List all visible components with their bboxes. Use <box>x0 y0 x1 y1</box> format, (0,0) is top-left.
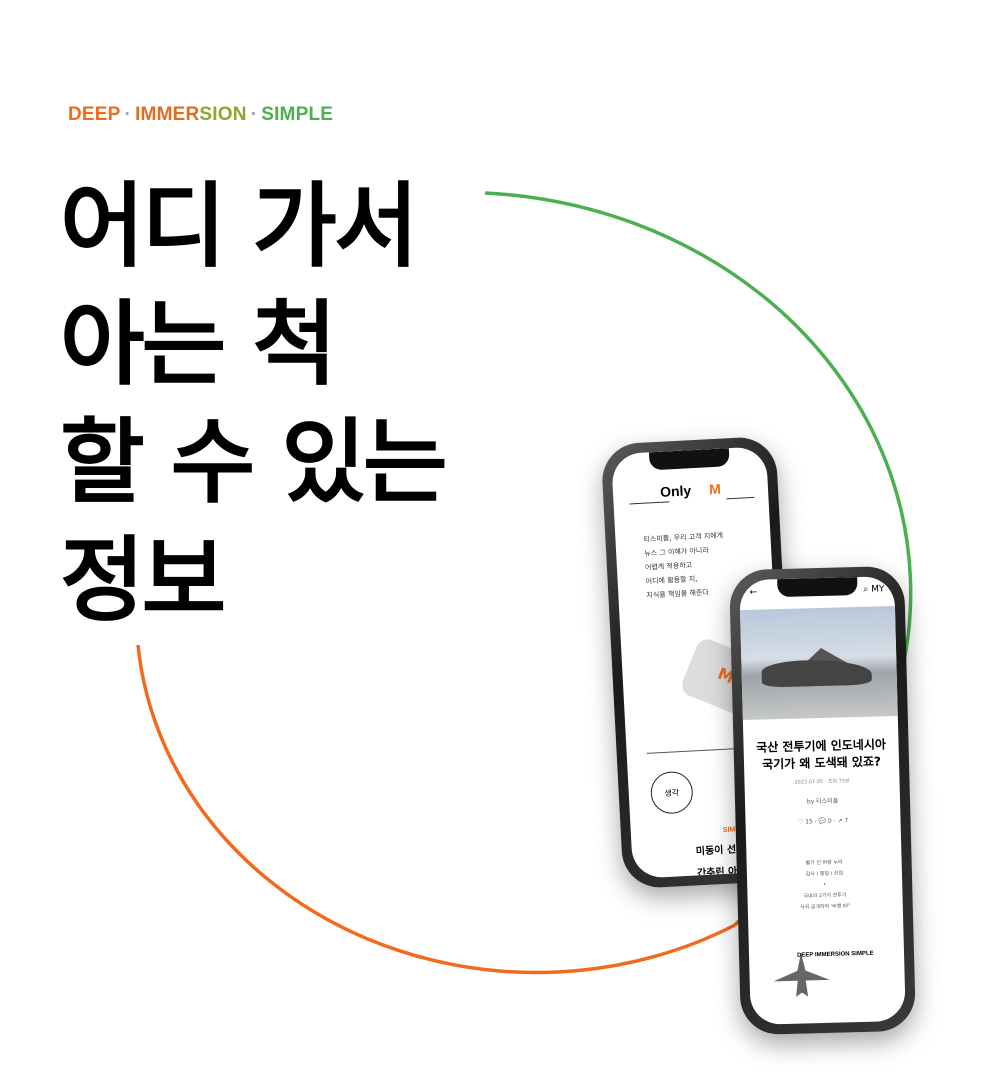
app-header: Only M <box>613 478 769 502</box>
header-rule <box>629 501 670 505</box>
header-rule <box>726 496 755 500</box>
headline: 어디 가서 아는 척 할 수 있는 정보 <box>60 168 448 640</box>
back-arrow-icon[interactable]: ← <box>749 587 758 598</box>
tagline-simple: SIMPLE <box>261 104 334 125</box>
article-stats: ♡ 15 · 💬 0 · ↗ 7 <box>797 817 849 826</box>
speech-bubble-icon: 생각 <box>649 770 694 815</box>
share-icon[interactable]: ↗ <box>837 817 843 825</box>
article-body: 빨가 인 바람 누리 감사 / 통일 / 선점 • 국내의 2가지 전투기 사귀… <box>747 856 903 915</box>
jet-shape <box>761 658 872 688</box>
tagline-sion: SION <box>199 104 247 125</box>
top-actions: ⌕ MY <box>863 584 884 595</box>
headline-line: 할 수 있는 <box>60 409 448 516</box>
fighter-jet-photo <box>739 606 898 721</box>
phone-notch <box>648 448 730 471</box>
tagline-separator: · <box>124 104 132 125</box>
shares-count: 7 <box>844 817 849 825</box>
banner: DEEP IMMERSION SIMPLE <box>796 950 874 959</box>
intro-line: 지식을 책임을 해준다 <box>646 588 709 600</box>
search-icon[interactable]: ⌕ <box>863 584 869 595</box>
article-author: by 티스미플 <box>806 797 839 806</box>
headline-line: 어디 가서 <box>60 173 419 280</box>
likes-count: 15 <box>805 818 813 826</box>
title-line: 국기가 왜 도색돼 있죠? <box>761 754 882 772</box>
intro-text: 티스미플, 우리 고객 지에게 뉴스 그 이해가 아니라 어렵게 적용하고 어디… <box>643 529 726 603</box>
phone-front-screen: ← ⌕ MY 국산 전투기에 인도네시아 국기가 왜 도색돼 있죠? 2023.… <box>739 576 906 1025</box>
phone-notch <box>776 577 858 598</box>
heart-icon[interactable]: ♡ <box>797 818 804 826</box>
comment-icon[interactable]: 💬 <box>818 817 827 826</box>
fighter-jet-icon <box>773 952 830 997</box>
comments-count: 0 <box>827 817 832 825</box>
m-logo-icon: M <box>708 480 722 498</box>
bubble-text: 생각 <box>664 787 680 798</box>
tagline-immer: IMMER <box>135 104 200 125</box>
tagline: DEEP·IMMERSION·SIMPLE <box>68 104 333 126</box>
tagline-separator: · <box>250 104 258 125</box>
article-title: 국산 전투기에 인도네시아 국기가 왜 도색돼 있죠? <box>743 736 899 774</box>
headline-line: 정보 <box>60 527 226 634</box>
tagline-deep: DEEP <box>68 104 121 125</box>
phone-front-mockup: ← ⌕ MY 국산 전투기에 인도네시아 국기가 왜 도색돼 있죠? 2023.… <box>728 565 917 1036</box>
my-button[interactable]: MY <box>871 584 885 595</box>
headline-line: 아는 척 <box>60 291 337 398</box>
article-meta: 2023.07.05 · 조회 75분 <box>794 778 850 786</box>
header-only: Only <box>659 482 692 500</box>
